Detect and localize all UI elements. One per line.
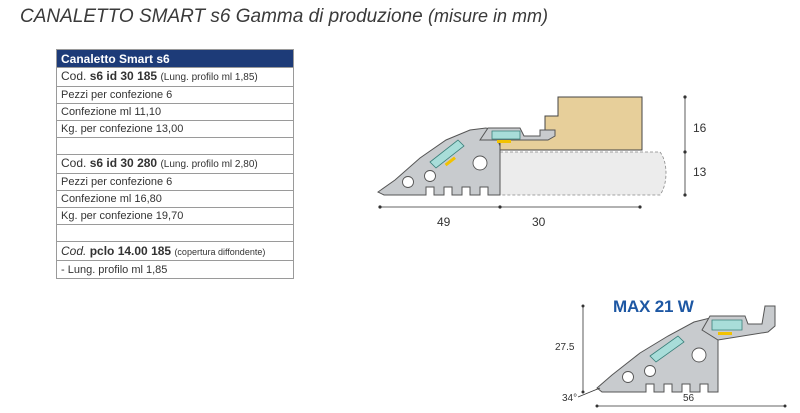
max-power-label: MAX 21 W [613, 297, 694, 316]
table-cell: Kg. per confezione 19,70 [56, 207, 294, 225]
profile-hole [644, 365, 656, 377]
dim-height: 27.5 [555, 342, 575, 353]
page-title: CANALETTO SMART s6 Gamma di produzione (… [20, 6, 548, 28]
profile-hole [472, 155, 488, 171]
led-diffuser [429, 139, 465, 169]
table-row: Confezione ml 16,80 [56, 190, 294, 208]
tile-block [499, 151, 667, 196]
product-code: s6 id 30 280 [89, 156, 158, 170]
spec-table: Canaletto Smart s6 Cod. s6 id 30 185 (Lu… [56, 49, 294, 279]
profile-hole [691, 347, 707, 363]
product-code: pclo 14.00 185 [89, 243, 172, 258]
table-header: Canaletto Smart s6 [56, 49, 294, 68]
product-note: (Lung. profilo ml 1,85) [160, 72, 258, 83]
dimension-tick [638, 205, 642, 209]
product-note: (copertura diffondente) [174, 246, 266, 257]
dimension-tick [595, 404, 599, 408]
dimension-tick [683, 193, 687, 197]
dimension-tick [581, 390, 585, 394]
led-diffuser [491, 130, 521, 140]
dim-width: 56 [683, 393, 695, 404]
dim-angle: 34° [562, 393, 577, 404]
table-row: Pezzi per confezione 6 [56, 86, 294, 104]
dimension-tick [683, 150, 687, 154]
table-row: Cod. s6 id 30 185 (Lung. profilo ml 1,85… [56, 67, 294, 87]
table-cell: Confezione ml 16,80 [56, 190, 294, 208]
dimension-tick [783, 404, 787, 408]
cod-prefix: Cod. [61, 156, 87, 170]
dimension-tick [683, 95, 687, 99]
led-strip [444, 156, 456, 167]
page-title-main: CANALETTO SMART s6 Gamma di produzione [20, 6, 423, 27]
dim-width-left: 49 [437, 215, 451, 229]
profile-hole [424, 170, 436, 182]
dim-height-top: 16 [693, 121, 707, 135]
profile-hole [622, 371, 634, 383]
product-note: (Lung. profilo ml 2,80) [160, 159, 258, 170]
dimension-tick [378, 205, 382, 209]
led-diffuser [649, 335, 685, 363]
product-code: s6 id 30 185 [89, 69, 158, 83]
table-cell: - Lung. profilo ml 1,85 [56, 260, 294, 279]
dimension-tick [581, 304, 585, 308]
profile-drawing-1: 49 30 16 13 [377, 95, 707, 229]
led-diffuser [711, 319, 743, 331]
page-title-sub: (misure in mm) [427, 6, 548, 26]
table-row: Kg. per confezione 19,70 [56, 207, 294, 225]
wood-step [499, 96, 643, 151]
table-header-row: Canaletto Smart s6 [56, 49, 294, 68]
table-row: - Lung. profilo ml 1,85 [56, 260, 294, 279]
cod-prefix: Cod. [61, 243, 87, 258]
cod-prefix: Cod. [61, 69, 87, 83]
profile-hole [402, 176, 414, 188]
table-row: Cod. pclo 14.00 185 (copertura diffonden… [56, 241, 294, 261]
dim-width-right: 30 [532, 215, 546, 229]
dim-height-bottom: 13 [693, 165, 707, 179]
led-strip [497, 140, 511, 143]
profile-drawing-2: 27.5 34° 56 [555, 304, 787, 408]
angle-line [577, 387, 601, 398]
dimension-tick [498, 205, 502, 209]
led-strip [718, 332, 732, 335]
table-row: Cod. s6 id 30 280 (Lung. profilo ml 2,80… [56, 154, 294, 174]
table-cell: Pezzi per confezione 6 [56, 86, 294, 104]
